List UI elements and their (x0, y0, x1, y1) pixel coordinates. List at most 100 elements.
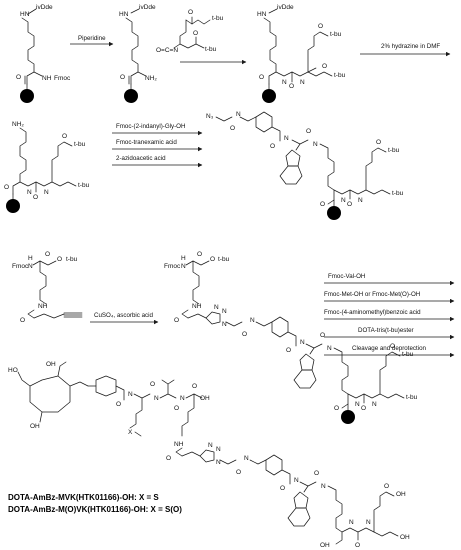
n-label: N (154, 395, 159, 402)
tbu-label: t-bu (66, 256, 78, 263)
n-label: N (128, 391, 133, 398)
fmoc-label: Fmoc (54, 75, 71, 82)
nh-label: NH (192, 303, 202, 310)
reagent-alkyne-lys: Fmoc H N O O t-bu NH O (12, 251, 83, 324)
resin-bead (124, 89, 138, 103)
n3-label: N₃ (206, 113, 214, 120)
n-label: N (180, 395, 185, 402)
o-label: O (322, 63, 327, 70)
n-label: N (294, 477, 299, 484)
nh-label: NH (174, 441, 184, 448)
o-label: O (390, 343, 395, 350)
o-label: O (286, 347, 291, 354)
reagent-fmoc-met: Fmoc-Met-OH or Fmoc-Met(O)-OH (324, 291, 420, 298)
reagent-fmoc-val: Fmoc-Val-OH (328, 273, 365, 280)
o-label: O (174, 405, 179, 412)
n-label: N (222, 308, 227, 315)
product-captions: DOTA-AmBz-MVK(HTK01166)-OH: X = S DOTA-A… (8, 493, 182, 514)
reagent-cuso4: CuSO₄, ascorbic acid (94, 312, 153, 319)
reagent-indanyl-gly: Fmoc-(2-indanyl)-Gly-OH (116, 123, 185, 130)
reagent-hydrazine: 2% hydrazine in DMF (381, 43, 440, 50)
hn-label: HN (119, 11, 129, 18)
o-label: O (314, 470, 319, 477)
tbu-label: t-bu (218, 256, 230, 263)
h-label: H (181, 255, 186, 262)
nh-label: N (284, 135, 289, 142)
n-label: N (355, 401, 360, 408)
o-label: O (270, 143, 275, 150)
o-label: O (289, 83, 294, 90)
n-label: N (28, 263, 33, 270)
o-label: O (4, 184, 9, 191)
n-label: N (327, 345, 332, 352)
resin-bead (262, 89, 276, 103)
o-label: O (320, 201, 325, 208)
n-label: N (181, 263, 186, 270)
step-1: Piperidine (70, 35, 114, 47)
molecule-final: HO OH OH O N X O N O N OH O NH O (8, 361, 410, 549)
o-label: O (242, 331, 247, 338)
n-label: N (27, 189, 32, 196)
o-label: O (347, 201, 352, 208)
hn-label: HN (20, 11, 30, 18)
oh-label: OH (46, 361, 56, 368)
tbu-label: t-bu (392, 190, 404, 197)
step-5: CuSO₄, ascorbic acid (90, 312, 159, 325)
oh-label: OH (396, 491, 406, 498)
n-label: N (358, 197, 363, 204)
step-4: Fmoc-(2-indanyl)-Gly-OH Fmoc-tranexamic … (112, 123, 203, 168)
h-label: H (28, 255, 33, 262)
o-label: O (280, 485, 285, 492)
o-label: O (361, 405, 366, 412)
resin-bead (327, 206, 341, 220)
reagent-dota: DOTA-tris(t-bu)ester (358, 327, 414, 334)
tbu-label: t-bu (388, 147, 400, 154)
ocn-label: O=C=N (156, 47, 178, 54)
oh-label: OH (30, 423, 40, 430)
n-label: N (222, 321, 227, 328)
ivdde-label: ivDde (36, 4, 53, 11)
n-label: N (244, 455, 249, 462)
n-label: N (216, 459, 221, 466)
o-label: O (188, 9, 193, 16)
nh2-label: NH₂ (12, 121, 24, 128)
o-label: O (384, 483, 389, 490)
n-label: N (282, 79, 287, 86)
o-label: O (33, 194, 38, 201)
o-label: O (116, 401, 121, 408)
o-label: O (210, 256, 215, 263)
tbu-label: t-bu (212, 15, 224, 22)
n-label: N (216, 446, 221, 453)
o-label: O (320, 332, 325, 339)
nh-label: NH (42, 75, 52, 82)
o-label: O (174, 317, 179, 324)
fmoc-label: Fmoc (164, 263, 181, 270)
resin-bead (20, 89, 34, 103)
n-label: N (300, 339, 305, 346)
n-label: N (214, 304, 219, 311)
o-label: O (16, 74, 21, 81)
tbu-label: t-bu (205, 46, 217, 53)
o-label: O (318, 23, 323, 30)
n-label: N (300, 79, 305, 86)
nh-label: NH (38, 303, 48, 310)
molecule-4: NH₂ O N N O O t-bu t-bu (4, 121, 90, 213)
o-label: O (376, 139, 381, 146)
o-label: O (62, 133, 67, 140)
o-label: O (20, 317, 25, 324)
oh-label: OH (200, 395, 210, 402)
ivdde-label: ivDde (277, 4, 294, 11)
n-label: N (341, 197, 346, 204)
molecule-6: Fmoc H N O O t-bu NH O N N N O N O N O N… (164, 251, 418, 424)
o-label: O (334, 405, 339, 412)
reagent-tranexamic: Fmoc-tranexamic acid (116, 139, 177, 146)
nh-label: N (313, 141, 318, 148)
tbu-label: t-bu (402, 351, 414, 358)
n-label: N (321, 483, 326, 490)
reagent-aminomethylbenzoic: Fmoc-(4-aminomethyl)benzoic acid (324, 309, 421, 316)
o-label: O (230, 125, 235, 132)
o-label: O (166, 455, 171, 462)
resin-bead (341, 410, 355, 424)
molecule-1: HN ivDde O NH Fmoc (16, 4, 71, 103)
